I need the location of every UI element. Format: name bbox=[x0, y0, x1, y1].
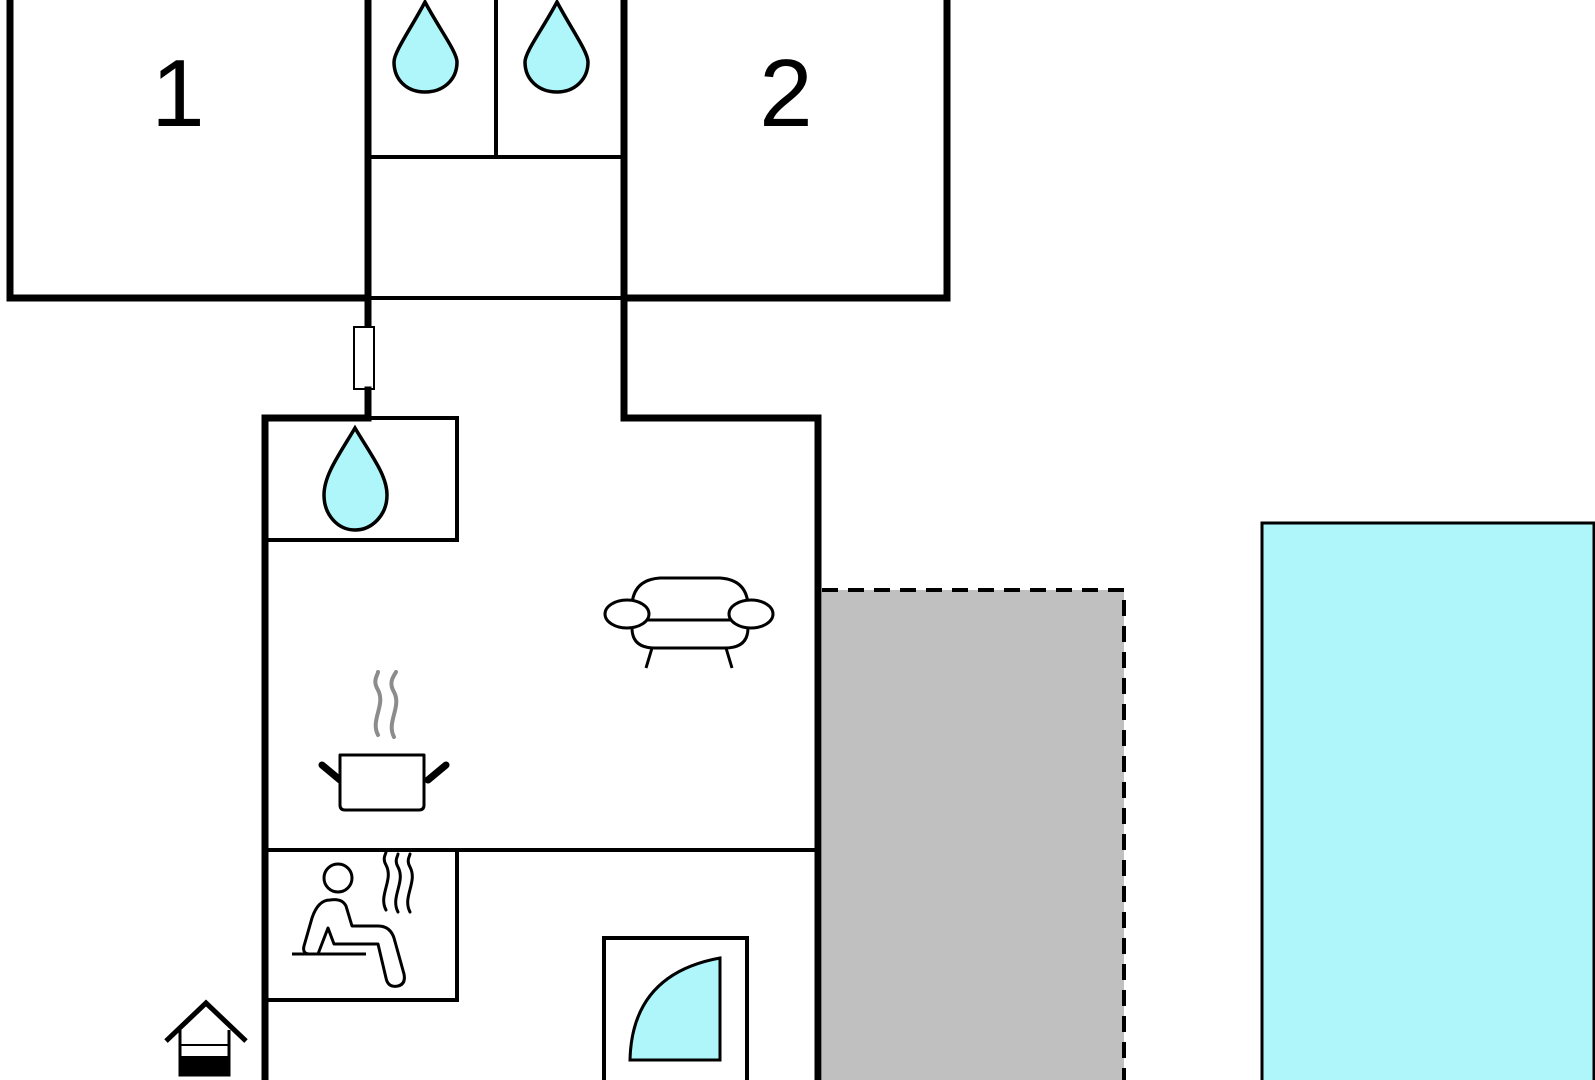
sofa-icon bbox=[603, 576, 775, 669]
sauna-icon bbox=[292, 850, 414, 988]
shower-icon bbox=[628, 956, 722, 1062]
corridor-walls bbox=[353, 294, 822, 422]
upper-block-walls bbox=[6, 0, 951, 302]
lower-block-walls bbox=[261, 414, 822, 1080]
door-frame bbox=[353, 326, 375, 390]
pool-area bbox=[1260, 521, 1595, 1080]
water-drop-icon bbox=[322, 424, 389, 532]
water-drop-icon bbox=[392, 0, 459, 94]
cooking-pot-icon bbox=[318, 670, 450, 812]
water-drop-icon bbox=[523, 0, 590, 94]
room-number-2: 2 bbox=[759, 40, 812, 147]
entrance-house-icon bbox=[164, 999, 248, 1077]
terrace-area bbox=[822, 588, 1126, 1080]
room-number-1: 1 bbox=[151, 40, 204, 147]
